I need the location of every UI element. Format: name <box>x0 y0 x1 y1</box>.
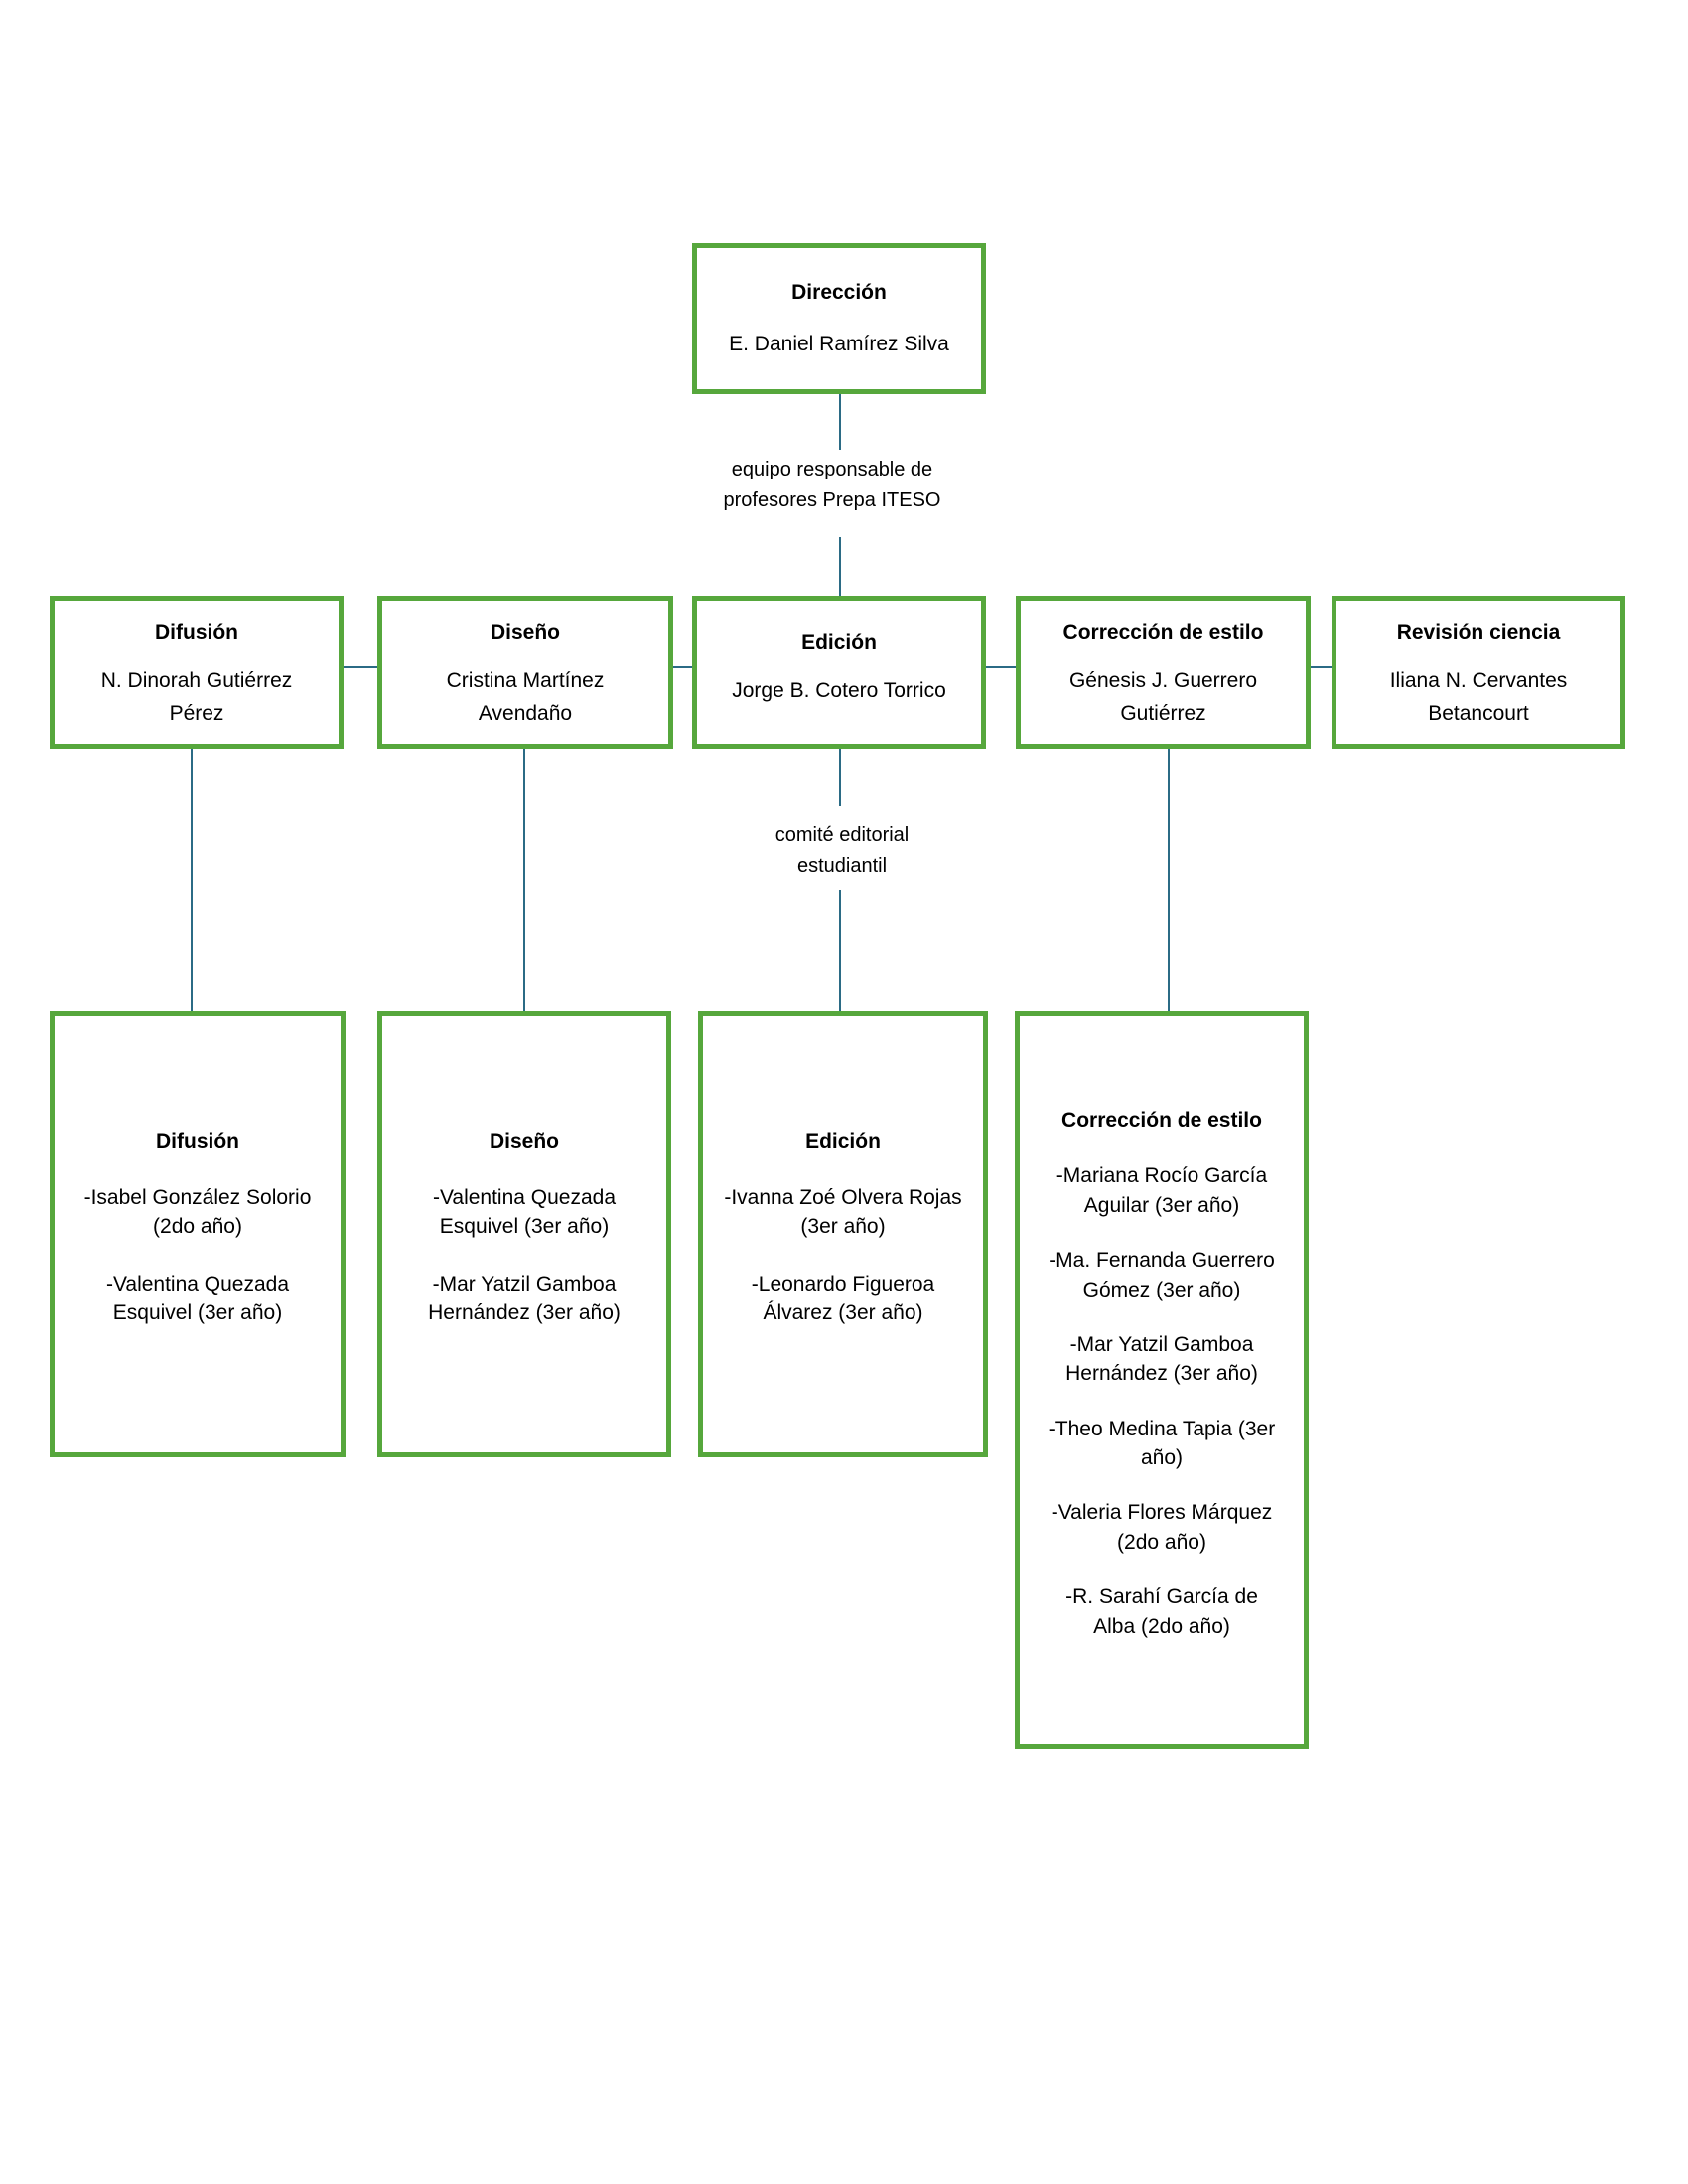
org-box-difusion-students: Difusión -Isabel González Solorio (2do a… <box>50 1011 346 1457</box>
label-line: profesores Prepa ITESO <box>723 489 941 511</box>
box-title: Diseño <box>489 1129 559 1153</box>
member: -Ivanna Zoé Olvera Rojas (3er año) <box>724 1185 962 1239</box>
org-box-diseno-teacher: Diseño Cristina Martínez Avendaño <box>377 596 673 749</box>
box-title: Diseño <box>490 621 560 644</box>
connector-label-student-committee: comité editorial estudiantil <box>693 820 991 882</box>
box-name: Jorge B. Cotero Torrico <box>732 679 946 703</box>
connector-edicion-correccion <box>986 666 1016 668</box>
member: -Theo Medina Tapia (3er año) <box>1048 1417 1276 1470</box>
org-box-edicion-students: Edición -Ivanna Zoé Olvera Rojas (3er añ… <box>698 1011 988 1457</box>
box-title: Corrección de estilo <box>1062 621 1264 644</box>
box-title: Corrección de estilo <box>1061 1108 1262 1132</box>
box-title: Difusión <box>155 621 238 644</box>
member: -Valeria Flores Márquez (2do año) <box>1051 1501 1273 1554</box>
label-line: estudiantil <box>796 855 888 877</box>
box-title: Edición <box>805 1129 881 1153</box>
connector-difusion-diseno <box>344 666 377 668</box>
connector-label-teachers-team: equipo responsable de profesores Prepa I… <box>683 455 981 516</box>
box-name: Iliana N. Cervantes Betancourt <box>1389 669 1568 725</box>
connector-label-to-edicion <box>839 537 841 596</box>
member: -Isabel González Solorio (2do año) <box>83 1185 312 1239</box>
org-box-correccion-teacher: Corrección de estilo Génesis J. Guerrero… <box>1016 596 1311 749</box>
connector-correccion-down <box>1168 749 1170 1011</box>
connector-diseno-down <box>523 749 525 1011</box>
member: -Valentina Quezada Esquivel (3er año) <box>105 1272 290 1325</box>
org-box-revision-teacher: Revisión ciencia Iliana N. Cervantes Bet… <box>1332 596 1625 749</box>
org-box-edicion-teacher: Edición Jorge B. Cotero Torrico <box>692 596 986 749</box>
box-name: N. Dinorah Gutiérrez Pérez <box>100 669 293 725</box>
box-name: Génesis J. Guerrero Gutiérrez <box>1068 669 1258 725</box>
member: -R. Sarahí García de Alba (2do año) <box>1065 1585 1258 1638</box>
member: -Mar Yatzil Gamboa Hernández (3er año) <box>428 1272 621 1325</box>
connector-edicion-to-label <box>839 749 841 806</box>
box-title: Edición <box>801 631 877 654</box>
box-title: Dirección <box>791 281 887 304</box>
member: -Leonardo Figueroa Álvarez (3er año) <box>751 1272 935 1325</box>
org-box-difusion-teacher: Difusión N. Dinorah Gutiérrez Pérez <box>50 596 344 749</box>
connector-label-to-edicion-students <box>839 890 841 1011</box>
box-name: E. Daniel Ramírez Silva <box>729 333 949 356</box>
member: -Ma. Fernanda Guerrero Gómez (3er año) <box>1049 1249 1275 1301</box>
label-line: comité editorial <box>774 824 910 846</box>
connector-difusion-down <box>191 749 193 1011</box>
connector-diseno-edicion <box>673 666 692 668</box>
org-box-diseno-students: Diseño -Valentina Quezada Esquivel (3er … <box>377 1011 671 1457</box>
member: -Mariana Rocío García Aguilar (3er año) <box>1055 1164 1268 1217</box>
member: -Mar Yatzil Gamboa Hernández (3er año) <box>1065 1332 1258 1386</box>
connector-direccion-to-label <box>839 394 841 450</box>
member: -Valentina Quezada Esquivel (3er año) <box>432 1185 617 1239</box>
org-box-correccion-students: Corrección de estilo -Mariana Rocío Garc… <box>1015 1011 1309 1749</box>
org-box-direccion: Dirección E. Daniel Ramírez Silva <box>692 243 986 394</box>
box-name: Cristina Martínez Avendaño <box>446 669 605 725</box>
label-line: equipo responsable de <box>731 459 933 480</box>
box-title: Difusión <box>156 1129 239 1153</box>
connector-correccion-revision <box>1311 666 1332 668</box>
box-title: Revisión ciencia <box>1396 621 1561 644</box>
